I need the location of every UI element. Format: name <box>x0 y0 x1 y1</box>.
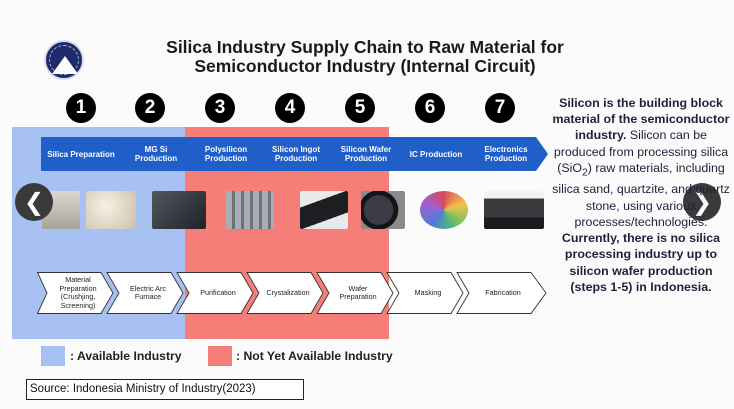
step-number-6: 6 <box>415 93 445 123</box>
logo-ring <box>49 45 79 75</box>
silicon-ingot-photo <box>300 191 348 229</box>
description-paragraph-2-start: Silicon can be produced from processing … <box>553 128 729 175</box>
integrated-circuits-photo <box>420 191 468 229</box>
logo-mountain <box>52 56 78 74</box>
legend-not-available-label: : Not Yet Available Industry <box>236 349 393 363</box>
process-purification: Purification <box>200 287 236 297</box>
title-line-1: Silica Industry Supply Chain to Raw Mate… <box>166 37 564 57</box>
description-subscript: 2 <box>582 167 588 179</box>
process-wafer-preparation: Wafer Preparation <box>339 283 377 301</box>
process-electric-arc-furnace: Electric Arc Furnace <box>130 283 166 301</box>
description-paragraph-1: Silicon is the building block material o… <box>552 96 730 143</box>
description-paragraph-3: Currently, there is no silica processing… <box>561 231 721 294</box>
process-arrow-4 <box>246 272 324 314</box>
description-paragraph-2-end: ) raw materials, including silica sand, … <box>552 160 730 229</box>
chevron-ic-production: IC Production <box>392 137 478 171</box>
chevron-polysilicon-production: Polysilicon Production <box>182 137 268 171</box>
legend-available-swatch <box>41 346 65 366</box>
chevron-left-icon: ❮ <box>23 188 45 216</box>
process-arrow-1 <box>37 272 114 314</box>
step-number-7: 7 <box>485 93 515 123</box>
process-fabrication: Fabrication <box>485 287 521 297</box>
next-slide-button[interactable]: ❯ <box>683 183 721 221</box>
description-paragraph-2: Silicon can be produced from processing … <box>552 128 730 228</box>
step-number-4: 4 <box>275 93 305 123</box>
previous-slide-button[interactable]: ❮ <box>15 183 53 221</box>
legend-not-available-swatch <box>208 346 232 366</box>
polysilicon-rods-photo <box>226 191 274 229</box>
process-masking: Masking <box>414 287 442 297</box>
quartz-crystals-photo <box>86 191 136 229</box>
chevron-silicon-wafer-production: Silicon Wafer Production <box>322 137 408 171</box>
source-citation: Source: Indonesia Ministry of Industry(2… <box>26 379 304 400</box>
process-arrow-3 <box>176 272 254 314</box>
process-flow-outline <box>37 272 547 314</box>
chevron-silicon-ingot-production: Silicon Ingot Production <box>252 137 338 171</box>
step-number-1: 1 <box>66 93 96 123</box>
chevron-mg-si-production: MG Si Production <box>112 137 198 171</box>
step-number-3: 3 <box>205 93 235 123</box>
process-material-preparation: Material Preparation (Crushjing, Screeni… <box>59 275 97 310</box>
legend-available-label: : Available Industry <box>70 349 182 363</box>
description-panel: Silicon is the building block material o… <box>552 95 730 295</box>
title-line-2: Semiconductor Industry (Internal Circuit… <box>194 56 536 76</box>
electronic-devices-photo <box>484 191 544 229</box>
process-arrow-5 <box>316 272 394 314</box>
step-number-5: 5 <box>345 93 375 123</box>
chevron-silica-preparation: Silica Preparation <box>41 137 127 171</box>
step-number-2: 2 <box>135 93 165 123</box>
process-arrow-7 <box>456 272 547 314</box>
silicon-wafer-photo <box>361 191 405 229</box>
process-arrow-6 <box>386 272 464 314</box>
chevron-right-icon: ❯ <box>691 188 713 216</box>
chevron-electronics-production: Electronics Production <box>462 137 548 171</box>
process-arrow-2 <box>106 272 184 314</box>
metallurgical-silicon-photo <box>152 191 206 229</box>
process-crystalization: Crystalization <box>266 287 310 297</box>
logo-icon <box>44 40 84 80</box>
slide-title: Silica Industry Supply Chain to Raw Mate… <box>150 38 580 76</box>
